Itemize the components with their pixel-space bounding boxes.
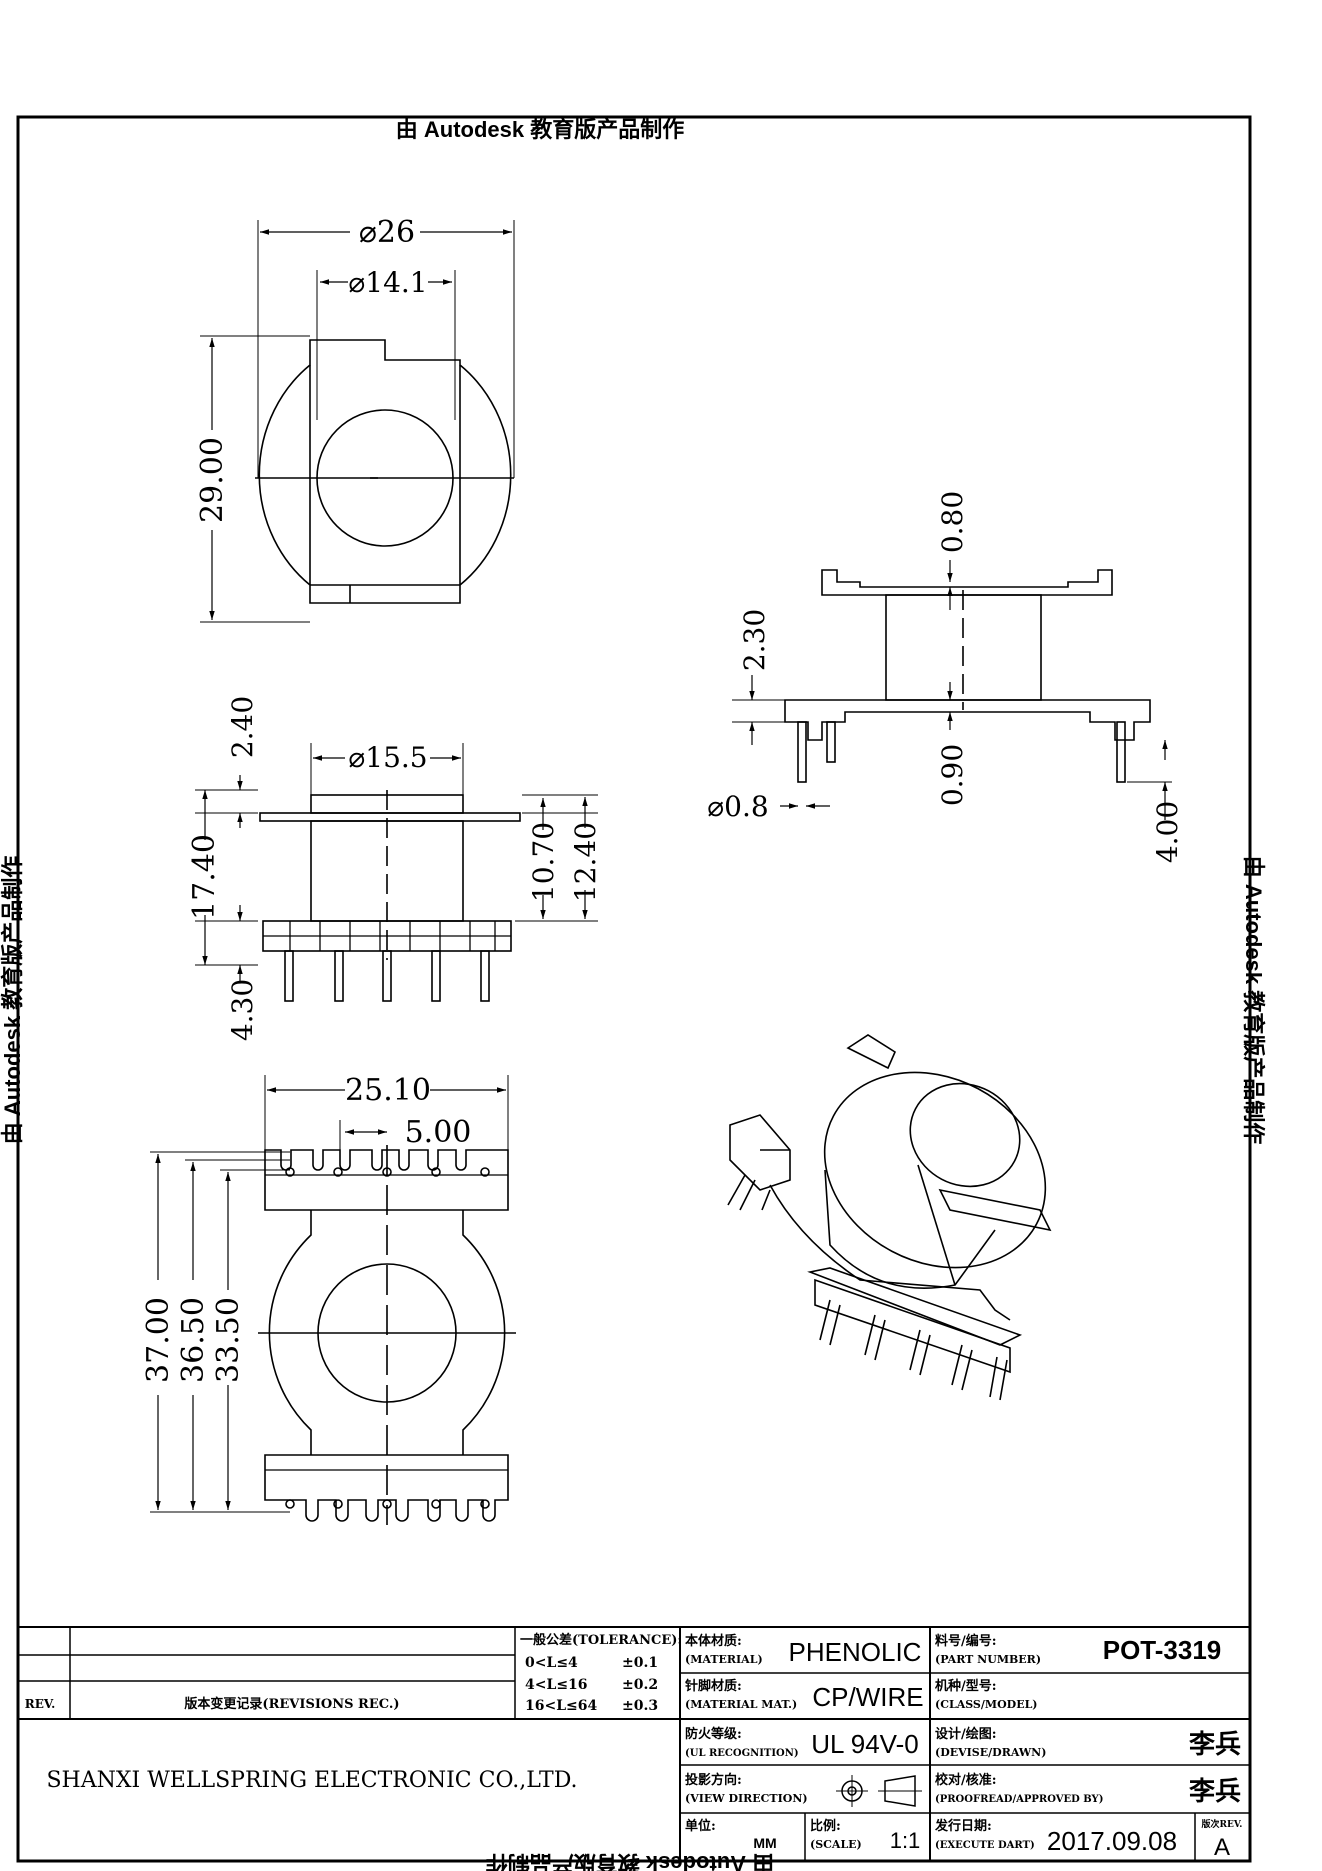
- side-view: [732, 569, 1172, 783]
- bottom-view-dims: [155, 1087, 506, 1510]
- watermark-bottom: 由 Autodesk 教育版产品制作: [486, 1851, 774, 1871]
- watermark-top: 由 Autodesk 教育版产品制作: [396, 117, 684, 142]
- tolerance-range-3: 16<L≤64: [525, 1698, 598, 1714]
- material-value: PHENOLIC: [789, 1637, 922, 1667]
- unit-label-cn: 单位:: [685, 1818, 716, 1834]
- view-label-en: (VIEW DIRECTION): [685, 1792, 808, 1805]
- approve-label-cn: 校对/核准:: [935, 1772, 997, 1788]
- wire-label-en: (MATERIAL MAT.): [685, 1698, 797, 1711]
- dim-total-17-40: 17.40: [187, 834, 222, 920]
- dim-width-25-10: 25.10: [345, 1073, 431, 1108]
- class-label-cn: 机种/型号:: [935, 1678, 997, 1694]
- bottom-view: [150, 1075, 516, 1525]
- dim-0-90: 0.90: [936, 744, 969, 806]
- part-label-cn: 料号/编号:: [935, 1633, 997, 1649]
- dim-h-36-50: 36.50: [176, 1297, 211, 1383]
- material-label-en: (MATERIAL): [685, 1653, 763, 1666]
- scale-value: 1:1: [890, 1828, 921, 1853]
- dim-overall-12-40: 12.40: [569, 822, 602, 902]
- dim-top-dia: ⌀15.5: [348, 741, 427, 774]
- wire-value: CP/WIRE: [812, 1682, 923, 1712]
- part-number-value: POT-3319: [1103, 1635, 1222, 1665]
- dim-inner-dia: ⌀14.1: [348, 266, 427, 299]
- unit-value: MM: [753, 1835, 776, 1851]
- material-label-cn: 本体材质:: [685, 1633, 742, 1649]
- ul-label-en: (UL RECOGNITION): [685, 1748, 799, 1759]
- dim-pin-4-30: 4.30: [226, 979, 259, 1041]
- tolerance-range-1: 0<L≤4: [525, 1655, 578, 1671]
- top-view: [200, 220, 515, 623]
- dim-height-29: 29.00: [195, 437, 230, 523]
- dim-pin-dia: ⌀0.8: [707, 790, 768, 823]
- dim-2-30: 2.30: [738, 609, 771, 671]
- class-label-en: (CLASS/MODEL): [935, 1698, 1038, 1711]
- dim-0-80: 0.80: [936, 491, 969, 553]
- dim-body-10-70: 10.70: [527, 822, 560, 902]
- dim-pitch-5-00: 5.00: [405, 1115, 472, 1150]
- watermark-left: 由 Autodesk 教育版产品制作: [0, 856, 25, 1144]
- front-view: [195, 743, 598, 1002]
- top-view-dims: [209, 229, 512, 620]
- scale-label-en: (SCALE): [810, 1838, 862, 1851]
- dim-outer-dia: ⌀26: [359, 215, 415, 250]
- tolerance-value-3: ±0.3: [622, 1698, 658, 1714]
- revisions-label: 版本变更记录(REVISIONS REC.): [184, 1696, 399, 1712]
- rev-label: REV.: [25, 1697, 56, 1711]
- dim-flange-2-40: 2.40: [226, 696, 259, 758]
- design-value: 李兵: [1188, 1729, 1241, 1759]
- drawing-frame: [16, 115, 1252, 1863]
- side-view-dims: [749, 560, 1168, 820]
- tolerance-header: 一般公差(TOLERANCE):: [520, 1632, 682, 1648]
- scale-label-cn: 比例:: [810, 1818, 841, 1834]
- view-label-cn: 投影方向:: [685, 1772, 742, 1788]
- design-label-en: (DEVISE/DRAWN): [935, 1746, 1046, 1759]
- title-block: [18, 1626, 1250, 1861]
- date-label-cn: 发行日期:: [934, 1818, 992, 1834]
- ul-value: UL 94V-0: [811, 1729, 918, 1759]
- approve-label-en: (PROOFREAD/APPROVED BY): [935, 1794, 1103, 1805]
- tolerance-value-2: ±0.2: [622, 1677, 658, 1693]
- dim-h-37-00: 37.00: [141, 1297, 176, 1383]
- isometric-view: [727, 1034, 1052, 1401]
- dim-h-33-50: 33.50: [211, 1297, 246, 1383]
- approve-value: 李兵: [1188, 1776, 1241, 1806]
- projection-symbol-icon: [836, 1775, 922, 1807]
- wire-label-cn: 针脚材质:: [684, 1678, 742, 1694]
- tolerance-range-2: 4<L≤16: [525, 1677, 588, 1693]
- ul-label-cn: 防火等级:: [685, 1726, 742, 1742]
- version-label: 版次REV.: [1201, 1818, 1243, 1830]
- front-view-dims: [202, 755, 588, 982]
- design-label-cn: 设计/绘图:: [935, 1726, 997, 1742]
- company-name: SHANXI WELLSPRING ELECTRONIC CO.,LTD.: [46, 1768, 577, 1793]
- dim-pin-len-4-00: 4.00: [1151, 801, 1184, 863]
- tolerance-value-1: ±0.1: [622, 1655, 658, 1671]
- watermark-right: 由 Autodesk 教育版产品制作: [1241, 856, 1266, 1144]
- part-label-en: (PART NUMBER): [935, 1653, 1041, 1666]
- version-value: A: [1214, 1834, 1230, 1861]
- date-label-en: (EXECUTE DART): [935, 1840, 1035, 1851]
- date-value: 2017.09.08: [1047, 1826, 1177, 1856]
